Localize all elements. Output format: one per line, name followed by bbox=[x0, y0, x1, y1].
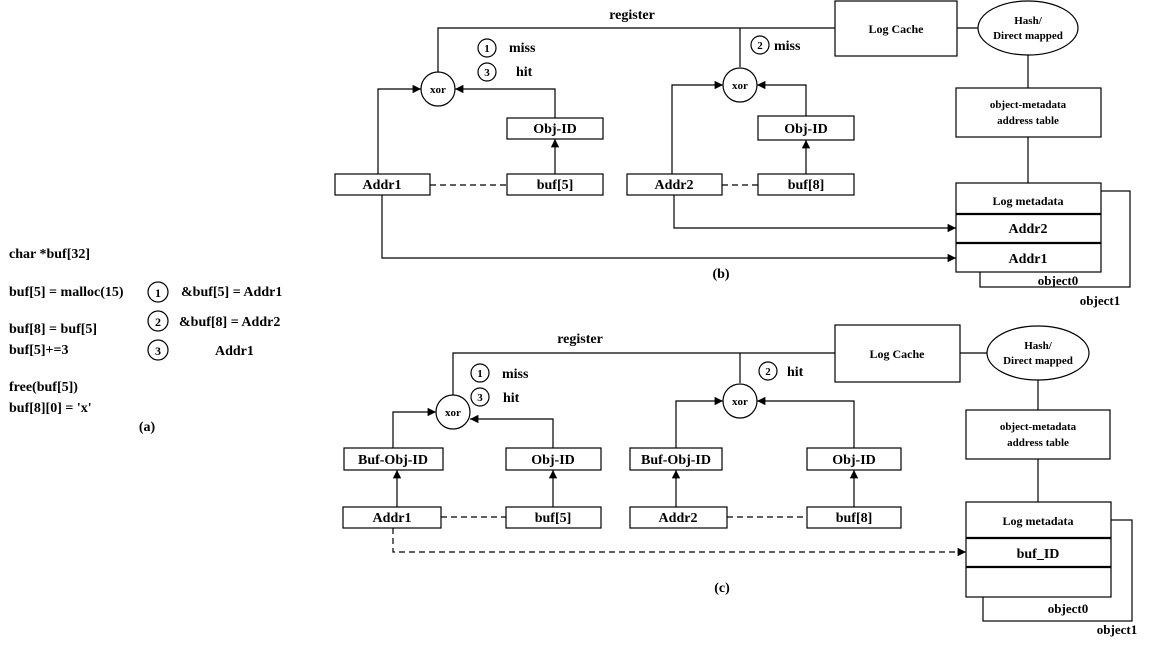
c-marker-2: 2 bbox=[765, 366, 771, 378]
buf8-label-c: buf[8] bbox=[836, 511, 873, 526]
step-1-number: 1 bbox=[155, 286, 161, 300]
object1-label-c: object1 bbox=[1097, 622, 1137, 637]
log-cache-b bbox=[834, 0, 958, 57]
b-marker-2: 2 bbox=[757, 40, 763, 52]
hash-line2-b: Direct mapped bbox=[993, 30, 1063, 42]
obj-id-label-c2: Obj-ID bbox=[832, 453, 876, 468]
obj-id-label-c1: Obj-ID bbox=[531, 453, 575, 468]
caption-b: (b) bbox=[712, 267, 729, 282]
object1-label-b: object1 bbox=[1080, 293, 1120, 308]
addr1-label-b: Addr1 bbox=[363, 178, 402, 193]
c-hit-2: hit bbox=[787, 365, 804, 380]
c-marker-1: 1 bbox=[477, 368, 483, 380]
step-2-number: 2 bbox=[155, 315, 161, 329]
register-line-c bbox=[452, 352, 835, 395]
addr2-label-c: Addr2 bbox=[659, 511, 698, 526]
xor-label-c1: xor bbox=[445, 407, 461, 419]
b-miss-2: miss bbox=[774, 39, 801, 54]
code-line-6: buf[8][0] = 'x' bbox=[9, 401, 92, 416]
table-line2-c: address table bbox=[1007, 437, 1069, 449]
addr1-label-c: Addr1 bbox=[373, 511, 412, 526]
b-marker-3: 3 bbox=[484, 67, 490, 79]
panel-c: register Log Cache Hash/ Direct mapped o… bbox=[342, 324, 1137, 637]
b-hit-3: hit bbox=[516, 65, 533, 80]
log-metadata-label-b: Log metadata bbox=[993, 194, 1064, 208]
register-label-b: register bbox=[609, 8, 655, 23]
step-3-number: 3 bbox=[155, 344, 161, 358]
row-addr1-b: Addr1 bbox=[1009, 252, 1048, 267]
table-line1-c: object-metadata bbox=[1000, 421, 1077, 433]
panel-b: register Log Cache Hash/ Direct mapped o… bbox=[334, 0, 1131, 308]
hash-line1-c: Hash/ bbox=[1024, 340, 1052, 352]
log-metadata-label-c: Log metadata bbox=[1003, 514, 1074, 528]
obj-id-label-b1: Obj-ID bbox=[533, 122, 577, 137]
xor-label-b1: xor bbox=[430, 84, 446, 96]
object0-label-b: object0 bbox=[1038, 273, 1078, 288]
panel-a: char *buf[32] buf[5] = malloc(15) buf[8]… bbox=[9, 247, 282, 435]
hash-line1-b: Hash/ bbox=[1014, 15, 1042, 27]
register-label-c: register bbox=[557, 332, 603, 347]
row-buf-id-c: buf_ID bbox=[1017, 547, 1060, 562]
c-hit-3: hit bbox=[503, 391, 520, 406]
step-1-text: &buf[5] = Addr1 bbox=[181, 285, 282, 300]
step-2-marker bbox=[147, 310, 169, 332]
object0-label-c: object0 bbox=[1048, 601, 1088, 616]
code-line-4: buf[5]+=3 bbox=[9, 343, 69, 358]
caption-c: (c) bbox=[714, 581, 730, 596]
log-cache-c bbox=[834, 324, 961, 383]
buf-obj-id-label-c1: Buf-Obj-ID bbox=[358, 453, 428, 468]
step-3-text: Addr1 bbox=[215, 344, 254, 359]
buf5-label-b: buf[5] bbox=[537, 178, 574, 193]
metadata-table-b bbox=[955, 87, 1102, 138]
object0-box-c bbox=[965, 501, 1112, 598]
hash-line2-c: Direct mapped bbox=[1003, 355, 1073, 367]
buf8-label-b: buf[8] bbox=[788, 178, 825, 193]
obj-id-label-b2: Obj-ID bbox=[784, 122, 828, 137]
buf5-label-c: buf[5] bbox=[535, 511, 572, 526]
caption-a: (a) bbox=[139, 420, 156, 435]
log-cache-label-b: Log Cache bbox=[869, 22, 925, 36]
step-3-marker bbox=[147, 339, 169, 361]
object0-box-b bbox=[955, 182, 1102, 273]
c-miss-1: miss bbox=[502, 367, 529, 382]
row-addr2-b: Addr2 bbox=[1009, 222, 1048, 237]
register-line-b bbox=[437, 27, 835, 73]
addr2-label-b: Addr2 bbox=[655, 178, 694, 193]
buf-obj-id-label-c2: Buf-Obj-ID bbox=[641, 453, 711, 468]
b-marker-1: 1 bbox=[484, 43, 490, 55]
code-line-3: buf[8] = buf[5] bbox=[9, 322, 97, 337]
b-miss-1: miss bbox=[509, 41, 536, 56]
hash-ellipse-b bbox=[977, 0, 1079, 56]
code-line-1: char *buf[32] bbox=[9, 247, 90, 262]
xor-label-c2: xor bbox=[732, 396, 748, 408]
xor-label-b2: xor bbox=[732, 80, 748, 92]
c-marker-3: 3 bbox=[477, 392, 483, 404]
step-2-text: &buf[8] = Addr2 bbox=[179, 315, 280, 330]
log-cache-label-c: Log Cache bbox=[870, 347, 926, 361]
code-line-5: free(buf[5]) bbox=[9, 380, 78, 395]
table-line2-b: address table bbox=[997, 115, 1059, 127]
table-line1-b: object-metadata bbox=[990, 99, 1067, 111]
metadata-table-c bbox=[965, 409, 1111, 460]
step-1-marker bbox=[147, 281, 169, 303]
code-line-2: buf[5] = malloc(15) bbox=[9, 285, 124, 300]
hash-ellipse-c bbox=[986, 325, 1090, 381]
